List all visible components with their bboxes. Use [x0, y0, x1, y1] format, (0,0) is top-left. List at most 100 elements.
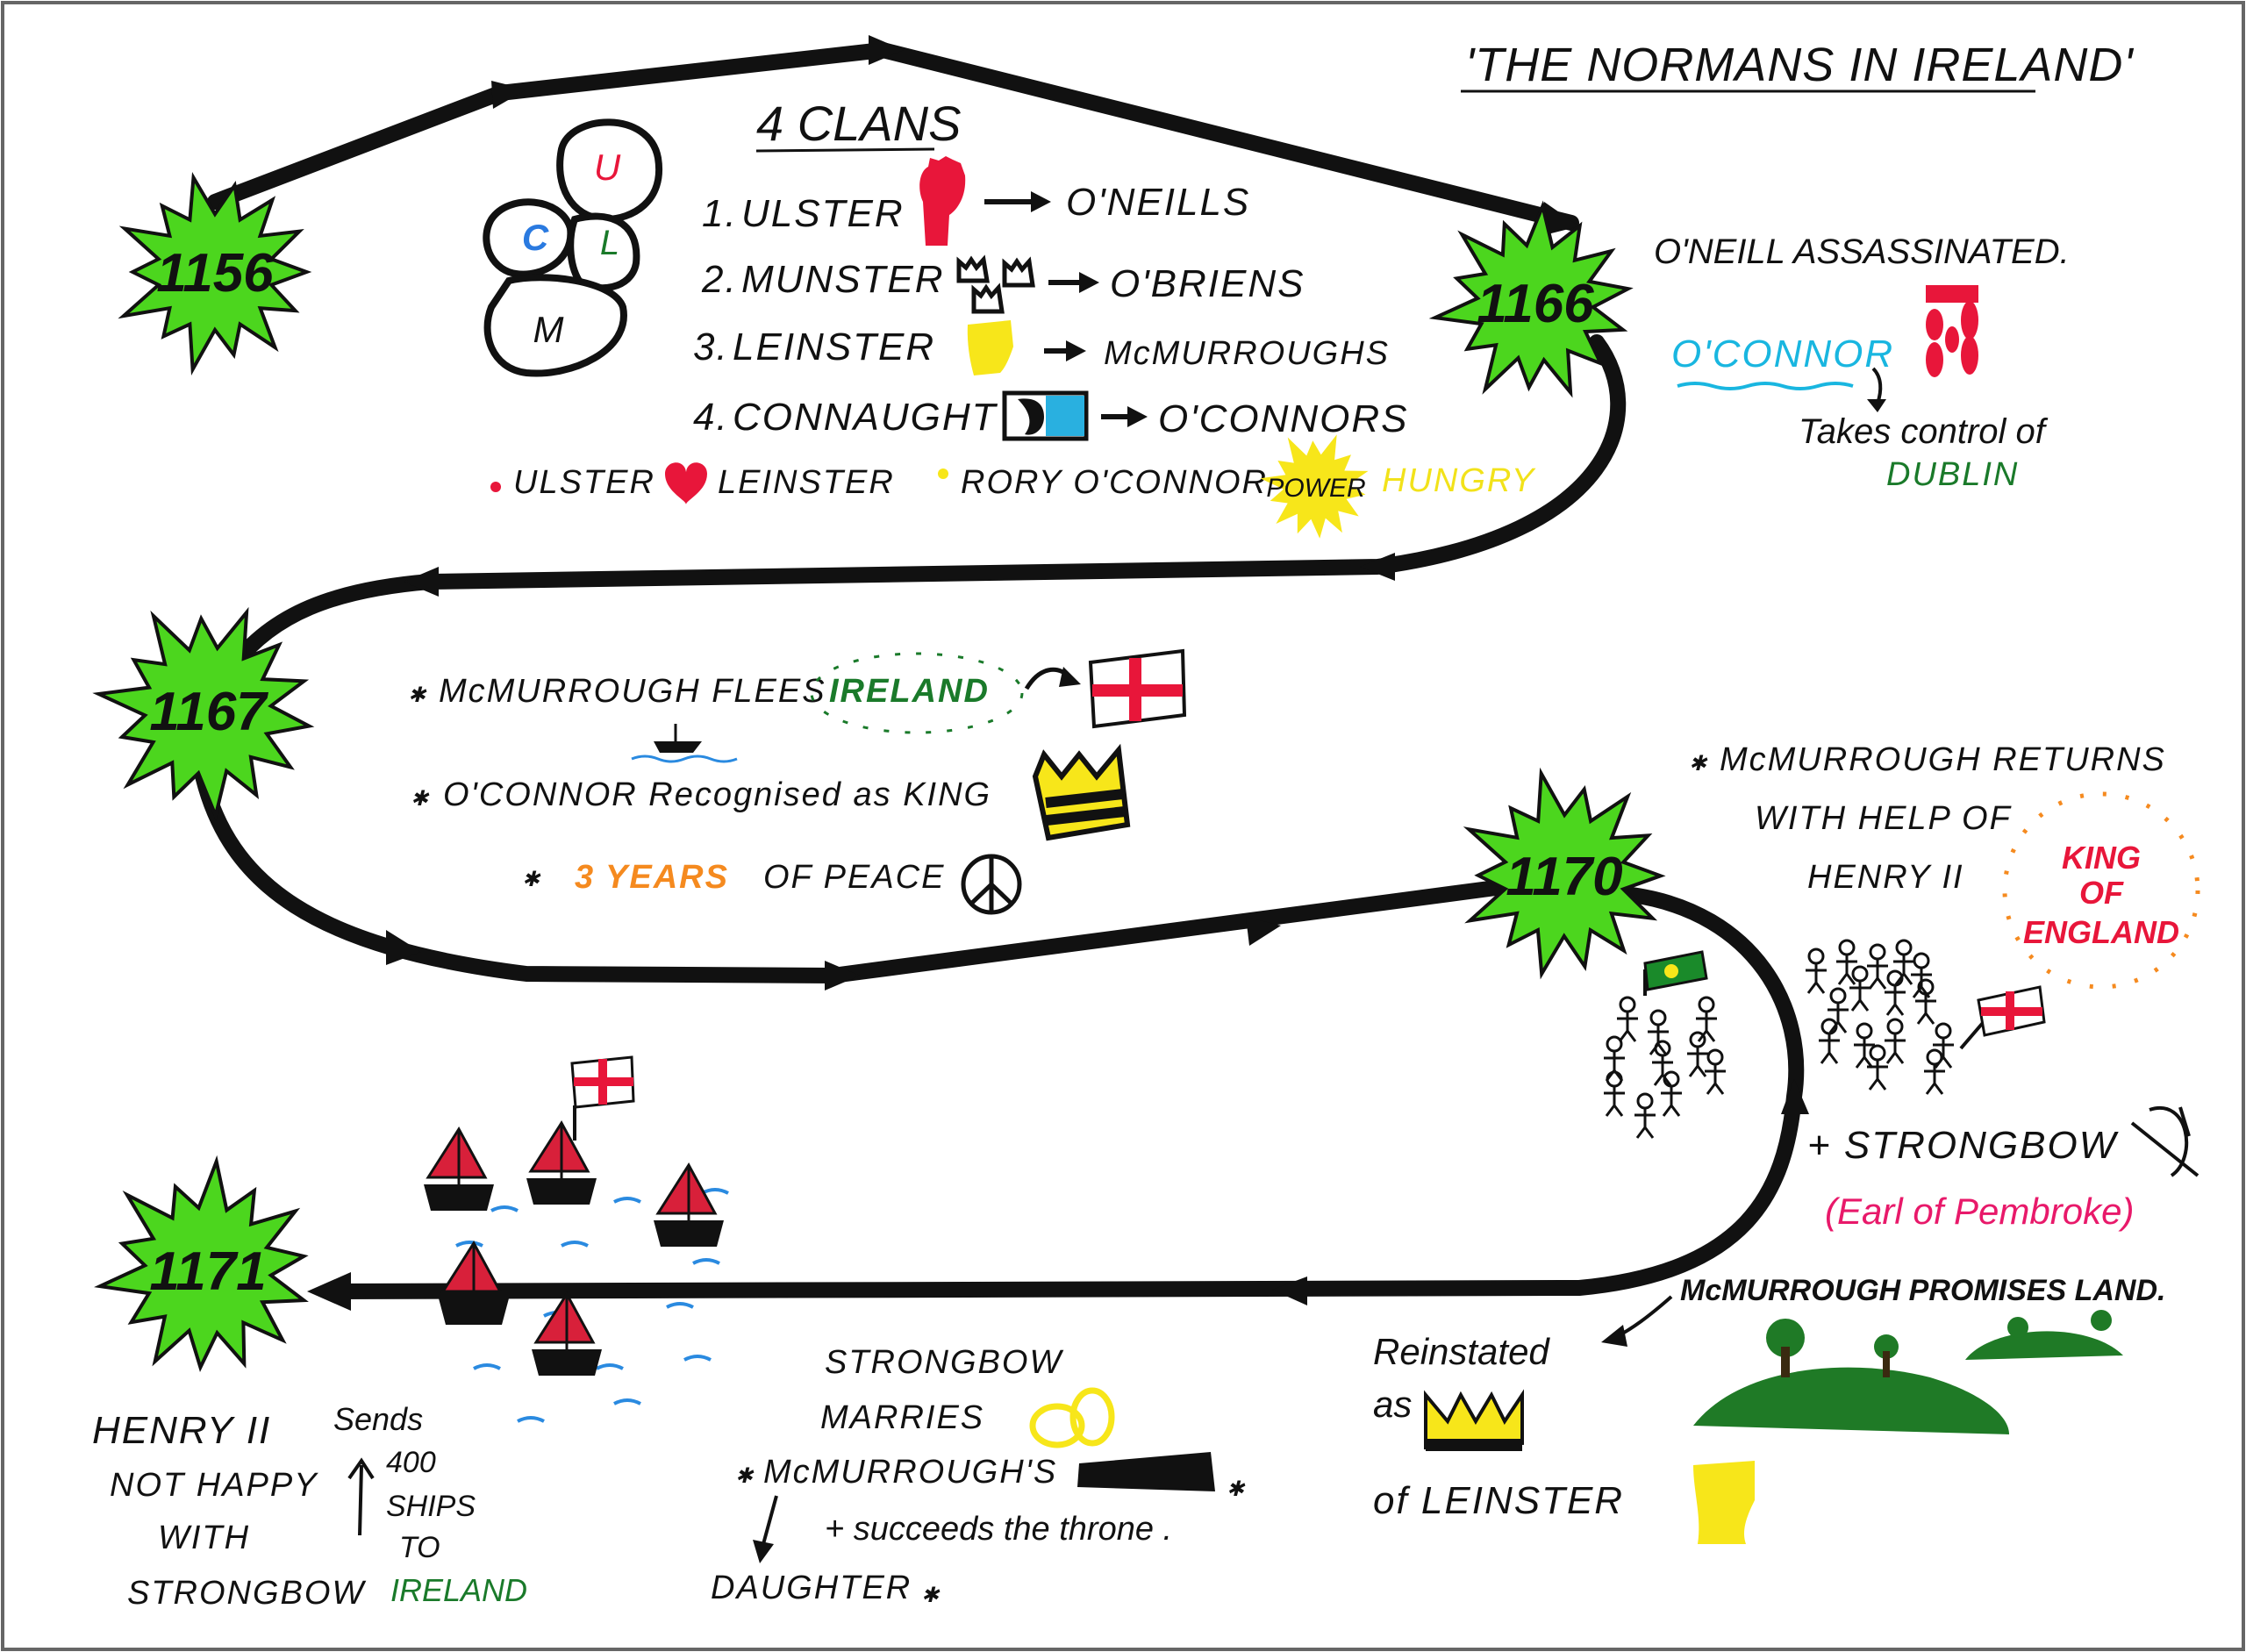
wave-mark	[613, 1398, 641, 1405]
map-munster	[483, 274, 627, 377]
wave-mark	[683, 1355, 712, 1362]
oconnor-underline	[1677, 382, 1854, 390]
sailing-ship-icon	[526, 1120, 597, 1205]
map-ulster	[556, 118, 663, 224]
year-label: 1171	[149, 1241, 266, 1302]
clan-number: 1.	[702, 192, 738, 235]
king-of-england-label: KING OF ENGLAND	[2002, 791, 2200, 990]
england-flag-icon	[1088, 648, 1187, 729]
power-label: POWER	[1266, 474, 1365, 503]
map-letter-c: C	[522, 217, 549, 258]
of-peace-label: OF PEACE	[763, 859, 945, 896]
irish-flag-icon	[1643, 950, 1708, 996]
oneill-assassinated: O'NEILL ASSASSINATED.	[1654, 232, 2070, 271]
arrowhead-icon	[869, 35, 904, 65]
clan-family: McMURROUGHS	[1104, 335, 1390, 372]
blood-drops-icon	[1926, 285, 1978, 377]
clan-family: O'NEILLS	[1066, 181, 1250, 224]
stick-figure-icon	[1911, 952, 1932, 998]
arrowhead-icon	[404, 567, 439, 597]
clan-family: O'CONNORS	[1158, 397, 1409, 440]
norman-army-icon	[1806, 939, 1954, 1095]
note-ulster: ULSTER	[513, 464, 655, 501]
clan-row-ulster: 1. ULSTER O'NEILLS	[702, 156, 1250, 246]
wedding-rings-icon	[1029, 1387, 1115, 1448]
clan-family: O'BRIENS	[1110, 262, 1305, 305]
stick-figure-icon	[1634, 1092, 1656, 1139]
arrowhead-icon	[1059, 667, 1081, 687]
clan-number: 4.	[693, 396, 729, 439]
page-title: 'THE NORMANS IN IRELAND'	[1465, 39, 2134, 91]
arrow-icon	[762, 1495, 778, 1545]
stick-figure-icon	[1648, 1009, 1669, 1055]
arrowhead-icon	[491, 81, 526, 109]
stick-figure-icon	[1867, 1044, 1888, 1091]
arrow-up-icon	[358, 1464, 363, 1536]
strongbow-label: STRONGBOW	[127, 1575, 366, 1612]
burst-shape	[1428, 200, 1634, 398]
england-flag-icon	[570, 1055, 635, 1141]
arrowhead-icon	[825, 961, 860, 990]
arrowhead-icon	[1127, 406, 1148, 427]
wave-mark	[701, 1188, 729, 1195]
map-connaught	[483, 198, 575, 278]
harp-icon	[1693, 1461, 1755, 1544]
timeline-path	[194, 42, 1805, 1299]
year-burst-1167: 1167	[92, 606, 315, 822]
asterisk-icon: ✱	[522, 868, 541, 891]
asterisk-icon: ✱	[408, 683, 427, 707]
clan-number: 3.	[693, 325, 729, 368]
reinstated-label: Reinstated	[1373, 1331, 1550, 1372]
arrowhead-icon	[1867, 399, 1886, 412]
mcmurrough-promises-land: McMURROUGH PROMISES LAND.	[1680, 1274, 2165, 1307]
stick-figure-icon	[1893, 939, 1914, 985]
year-burst-1171: 1171	[94, 1155, 309, 1373]
king-line: OF	[2079, 875, 2124, 911]
with-label: WITH	[158, 1520, 250, 1556]
year-burst-1156: 1156	[118, 171, 312, 375]
arrowhead-icon	[1079, 272, 1099, 293]
eagle-arm-shield-icon	[1002, 390, 1089, 441]
wave-mark	[666, 1302, 694, 1309]
sun-rays	[2002, 791, 2200, 990]
dublin-label: DUBLIN	[1886, 456, 2019, 493]
note-leinster: LEINSTER	[718, 464, 895, 501]
strongbow-label: + STRONGBOW	[1807, 1124, 2119, 1167]
stick-figure-icon	[1604, 1070, 1625, 1117]
land-hills-icon	[1693, 1310, 2123, 1434]
ships-fleet	[424, 1120, 724, 1376]
to-label: TO	[399, 1531, 440, 1564]
earl-of-pembroke: (Earl of Pembroke)	[1825, 1191, 2134, 1232]
wave-mark	[473, 1363, 501, 1370]
arrowhead-icon	[1066, 340, 1086, 361]
stick-figure-icon	[1819, 1018, 1840, 1064]
year-burst-1166: 1166	[1428, 200, 1634, 398]
clan-row-connaught: 4. CONNAUGHT O'CONNORS	[693, 390, 1409, 441]
year-label: 1156	[156, 243, 274, 304]
mcmurrough-returns: McMURROUGH RETURNS	[1720, 741, 2166, 778]
wave-mark	[490, 1205, 519, 1212]
year-label: 1166	[1477, 274, 1594, 334]
year-burst-1170: 1170	[1463, 767, 1666, 980]
king-line: ENGLAND	[2023, 914, 2179, 950]
succeeds-throne: + succeeds the throne .	[825, 1511, 1172, 1548]
irish-army-icon	[1604, 996, 1726, 1139]
daughter-redacted-bar	[1077, 1452, 1215, 1491]
stick-figure-icon	[1705, 1048, 1726, 1095]
map-letter-m: M	[533, 309, 564, 350]
clan-province: ULSTER	[741, 192, 905, 235]
stick-figure-icon	[1661, 1070, 1682, 1117]
stick-figure-icon	[1617, 996, 1638, 1042]
peace-symbol-icon	[961, 854, 1022, 915]
heart-icon	[665, 462, 707, 504]
clan-row-munster: 2. MUNSTER O'BRIENS	[701, 254, 1305, 314]
arrowhead-icon	[753, 1540, 774, 1563]
sailing-ship-icon	[439, 1241, 509, 1325]
harp-icon	[967, 320, 1013, 375]
wave-mark	[692, 1258, 720, 1265]
wave-mark	[455, 1241, 483, 1248]
stick-figure-icon	[1885, 1018, 1906, 1064]
stick-figure-icon	[1849, 965, 1870, 1012]
